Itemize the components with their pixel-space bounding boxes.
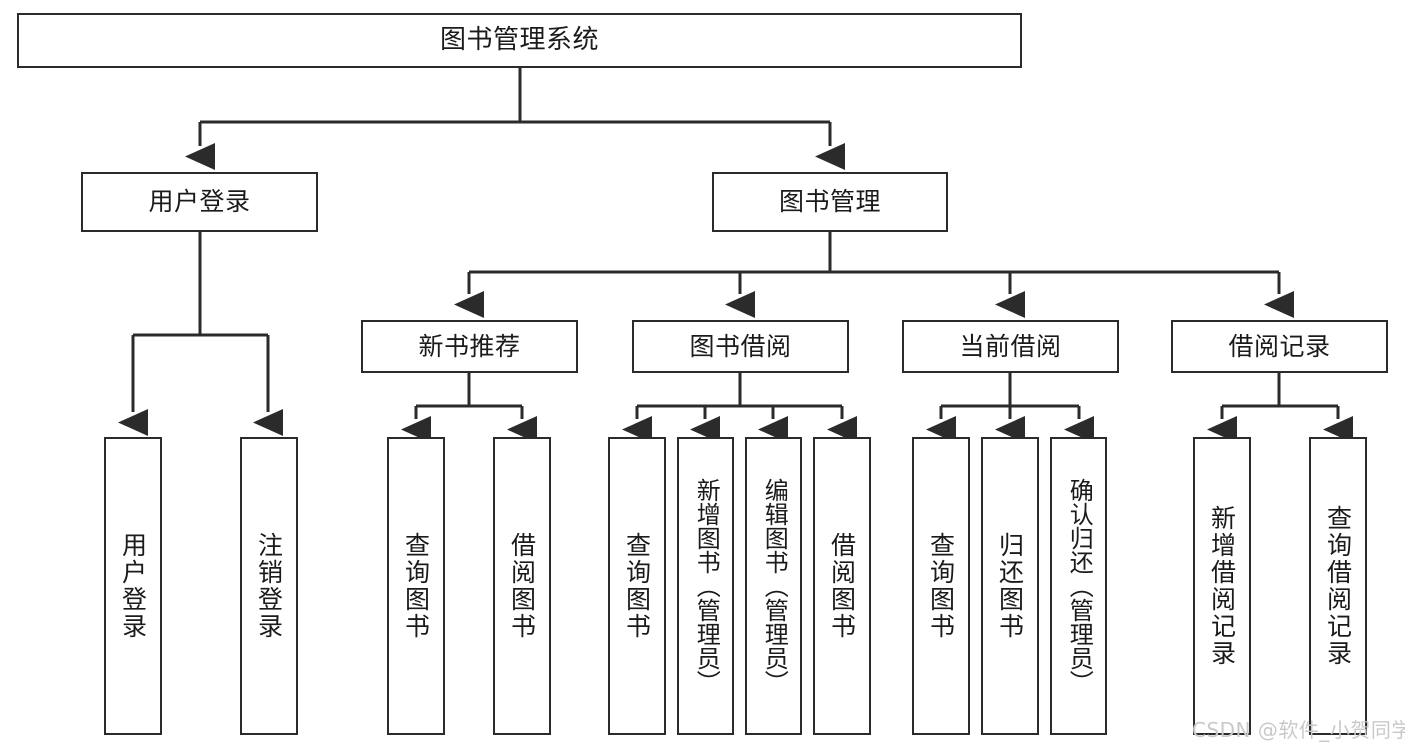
leaf-query-book-new[interactable]: 查询图书 bbox=[387, 437, 445, 735]
node-label: 用户登录 bbox=[118, 532, 148, 640]
node-label: 注销登录 bbox=[254, 532, 284, 640]
node-user-login[interactable]: 用户登录 bbox=[81, 172, 318, 232]
node-label: 借阅记录 bbox=[1228, 331, 1331, 361]
leaf-confirm-return-admin[interactable]: 确认归还（管理员） bbox=[1050, 437, 1107, 735]
node-label: 新增借阅记录 bbox=[1207, 505, 1237, 667]
node-label: 新增图书（管理员） bbox=[692, 478, 721, 694]
node-label: 新书推荐 bbox=[418, 331, 521, 361]
node-label: 借阅图书 bbox=[507, 532, 537, 640]
node-label: 归还图书 bbox=[995, 532, 1025, 640]
leaf-logout[interactable]: 注销登录 bbox=[240, 437, 298, 735]
leaf-query-book-borrow[interactable]: 查询图书 bbox=[608, 437, 666, 735]
node-label: 用户登录 bbox=[148, 187, 251, 216]
leaf-return-book[interactable]: 归还图书 bbox=[981, 437, 1039, 735]
leaf-add-borrow-record[interactable]: 新增借阅记录 bbox=[1193, 437, 1251, 735]
leaf-query-book-current[interactable]: 查询图书 bbox=[912, 437, 970, 735]
leaf-add-book-admin[interactable]: 新增图书（管理员） bbox=[677, 437, 734, 735]
node-label: 编辑图书（管理员） bbox=[760, 478, 789, 694]
node-label: 查询借阅记录 bbox=[1323, 505, 1353, 667]
node-label: 图书管理 bbox=[778, 187, 881, 216]
node-new-book-recommend[interactable]: 新书推荐 bbox=[361, 320, 578, 373]
node-label: 图书管理系统 bbox=[439, 24, 599, 55]
node-label: 确认归还（管理员） bbox=[1065, 478, 1094, 694]
watermark-text: CSDN @软件_小贺同学 bbox=[1192, 718, 1405, 742]
node-book-borrow[interactable]: 图书借阅 bbox=[632, 320, 849, 373]
node-current-borrow[interactable]: 当前借阅 bbox=[902, 320, 1119, 373]
node-root-system[interactable]: 图书管理系统 bbox=[17, 13, 1022, 68]
leaf-query-borrow-record[interactable]: 查询借阅记录 bbox=[1309, 437, 1367, 735]
node-label: 查询图书 bbox=[401, 532, 431, 640]
leaf-edit-book-admin[interactable]: 编辑图书（管理员） bbox=[745, 437, 802, 735]
node-label: 查询图书 bbox=[926, 532, 956, 640]
leaf-borrow-book[interactable]: 借阅图书 bbox=[813, 437, 871, 735]
node-label: 当前借阅 bbox=[959, 331, 1062, 361]
node-book-management[interactable]: 图书管理 bbox=[712, 172, 948, 232]
node-label: 图书借阅 bbox=[689, 331, 792, 361]
leaf-user-login[interactable]: 用户登录 bbox=[104, 437, 162, 735]
node-borrow-record[interactable]: 借阅记录 bbox=[1171, 320, 1388, 373]
node-label: 查询图书 bbox=[622, 532, 652, 640]
leaf-borrow-book-new[interactable]: 借阅图书 bbox=[493, 437, 551, 735]
node-label: 借阅图书 bbox=[827, 532, 857, 640]
